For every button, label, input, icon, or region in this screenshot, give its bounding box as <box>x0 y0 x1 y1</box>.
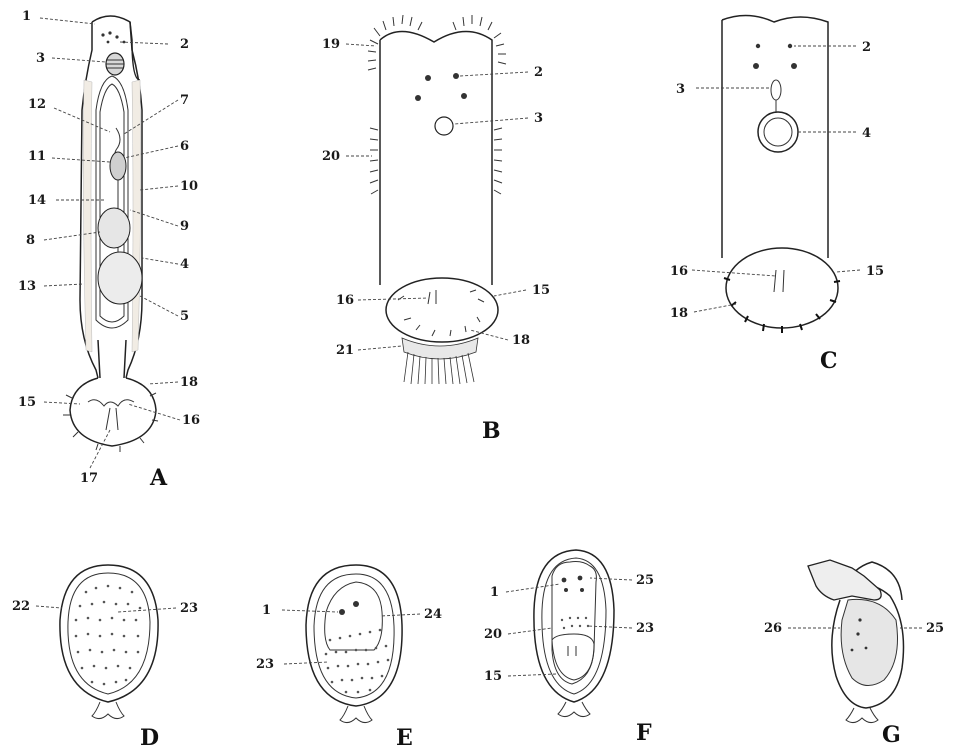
label-a-12: 12 <box>28 97 46 112</box>
panel-d-leaders <box>36 606 176 612</box>
panel-letter-c: C <box>820 348 838 374</box>
panel-f-drawing <box>534 550 614 717</box>
label-e-1: 1 <box>262 603 271 618</box>
label-c-18: 18 <box>670 306 688 321</box>
label-f-23: 23 <box>636 621 654 636</box>
label-a-4: 4 <box>180 257 189 272</box>
label-c-4: 4 <box>862 126 871 141</box>
label-c-2: 2 <box>862 40 871 55</box>
panel-a-drawing <box>63 16 158 452</box>
panel-letter-f: F <box>636 720 652 746</box>
label-c-16: 16 <box>670 264 688 279</box>
label-c-3: 3 <box>676 82 685 97</box>
label-a-16: 16 <box>182 413 200 428</box>
label-b-3: 3 <box>534 111 543 126</box>
label-a-1: 1 <box>22 9 31 24</box>
label-c-15: 15 <box>866 264 884 279</box>
label-f-15: 15 <box>484 669 502 684</box>
label-a-5: 5 <box>180 309 189 324</box>
label-d-22: 22 <box>12 599 30 614</box>
panel-b-leaders <box>346 44 528 350</box>
panel-c-drawing <box>722 15 840 333</box>
label-b-2: 2 <box>534 65 543 80</box>
label-a-8: 8 <box>26 233 35 248</box>
label-b-20: 20 <box>322 149 340 164</box>
label-a-13: 13 <box>18 279 36 294</box>
label-g-25: 25 <box>926 621 944 636</box>
label-a-11: 11 <box>28 149 46 164</box>
label-a-10: 10 <box>180 179 198 194</box>
label-f-1: 1 <box>490 585 499 600</box>
panel-letter-b: B <box>482 418 501 444</box>
label-b-21: 21 <box>336 343 354 358</box>
panel-b-drawing <box>368 15 506 384</box>
label-b-19: 19 <box>322 37 340 52</box>
label-g-26: 26 <box>764 621 782 636</box>
label-d-23: 23 <box>180 601 198 616</box>
label-f-25: 25 <box>636 573 654 588</box>
panel-letter-g: G <box>882 722 901 748</box>
label-a-15: 15 <box>18 395 36 410</box>
label-f-20: 20 <box>484 627 502 642</box>
label-e-23: 23 <box>256 657 274 672</box>
label-a-17: 17 <box>80 471 98 486</box>
label-b-18: 18 <box>512 333 530 348</box>
label-a-7: 7 <box>180 93 189 108</box>
label-a-9: 9 <box>180 219 189 234</box>
label-a-18: 18 <box>180 375 198 390</box>
panel-letter-e: E <box>396 725 413 751</box>
panel-e-leaders <box>282 610 420 664</box>
panel-letter-a: A <box>149 465 168 491</box>
label-b-16: 16 <box>336 293 354 308</box>
panel-e-drawing <box>306 565 402 723</box>
label-a-14: 14 <box>28 193 46 208</box>
label-b-15: 15 <box>532 283 550 298</box>
panel-g-drawing <box>808 560 904 723</box>
panel-letter-d: D <box>140 725 159 751</box>
label-e-24: 24 <box>424 607 442 622</box>
label-a-3: 3 <box>36 51 45 66</box>
label-a-6: 6 <box>180 139 189 154</box>
panel-d-drawing <box>60 565 158 719</box>
label-a-2: 2 <box>180 37 189 52</box>
